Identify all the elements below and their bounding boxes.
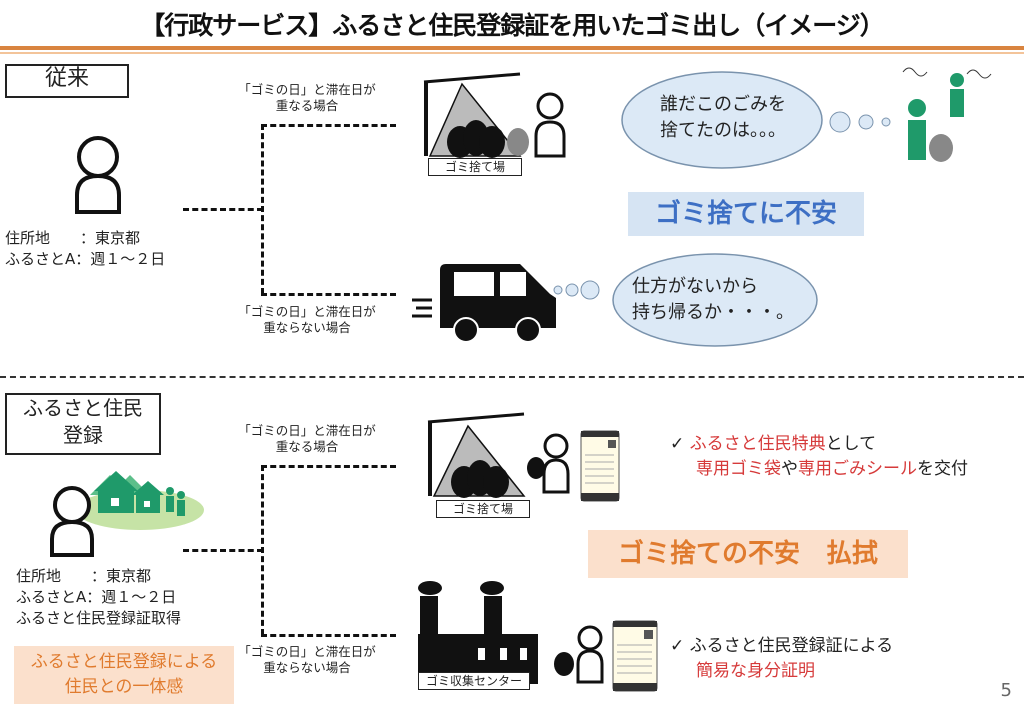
thought-bubbles (829, 111, 891, 133)
garbage-dump-icon (423, 72, 566, 158)
community-icon (76, 471, 204, 530)
benefit-text: や (781, 459, 798, 479)
benefit-highlight: ふるさと住民特典 (689, 434, 826, 454)
benefit-text: ふるさと住民登録証による (689, 636, 894, 656)
neighbors-icon (902, 67, 992, 162)
check-icon: ✓ (670, 636, 685, 656)
furusato-label: ふるさと住民 登録 (5, 393, 161, 455)
person-icon (50, 486, 94, 557)
title-underline (0, 46, 1024, 50)
thought-take-home: 仕方がないから 持ち帰るか・・・。 (632, 276, 794, 323)
branch-line-top (261, 124, 396, 127)
benefit-highlight: 専用ごみシール (798, 459, 917, 479)
residence-text: 住所地 ：東京都 (5, 229, 141, 247)
thought-cloud (621, 71, 823, 169)
condition-overlap: 「ゴミの日」と滞在日が 重なる場合 (238, 82, 376, 113)
benefit-special-bags: ✓ ふるさと住民特典として 専用ゴミ袋や専用ごみシールを交付 (670, 432, 968, 482)
condition-no-overlap: 「ゴミの日」と滞在日が 重ならない場合 (238, 304, 376, 335)
page-title: 【行政サービス】ふるさと住民登録証を用いたゴミ出し（イメージ） (140, 11, 885, 40)
branch-line-bottom (261, 634, 396, 637)
garbage-dump-icon (427, 412, 570, 498)
section-divider (0, 376, 1024, 378)
anxiety-banner: ゴミ捨てに不安 (628, 192, 864, 236)
benefit-text: として (825, 434, 877, 454)
branch-line (261, 465, 264, 635)
branch-line-bottom (261, 293, 396, 296)
dump-site-label: ゴミ捨て場 (428, 158, 522, 176)
registration-card-phone-icon (612, 620, 658, 692)
condition-overlap: 「ゴミの日」と滞在日が 重なる場合 (238, 423, 376, 454)
unity-banner: ふるさと住民登録による 住民との一体感 (14, 646, 234, 704)
furusato-info: 住所地 ：東京都 ふるさとA：週１～２日 ふるさと住民登録証取得 (16, 566, 181, 629)
car-icon (412, 264, 556, 343)
title-underline-light (0, 52, 1024, 54)
residence-text: 住所地 ：東京都 (16, 567, 152, 585)
conventional-label: 従来 (5, 64, 129, 98)
conventional-info: 住所地 ：東京都 ふるさとA：週１～２日 (5, 228, 165, 270)
benefit-highlight: 簡易な身分証明 (696, 661, 815, 681)
benefit-identity: ✓ ふるさと住民登録証による 簡易な身分証明 (670, 634, 893, 684)
registration-card-phone-icon (580, 430, 620, 502)
condition-no-overlap: 「ゴミの日」と滞在日が 重ならない場合 (238, 644, 376, 675)
check-icon: ✓ (670, 434, 685, 454)
thought-who-dumped: 誰だこのごみを 捨てたのは。。。 (660, 94, 786, 141)
furusato-stay-text: ふるさとA：週１～２日 (16, 588, 177, 606)
branch-line (183, 208, 263, 211)
branch-line (183, 549, 263, 552)
garbage-center-icon (418, 581, 538, 684)
dump-site-label: ゴミ捨て場 (436, 500, 530, 518)
benefit-highlight: 専用ゴミ袋 (696, 459, 781, 479)
benefit-text: を交付 (917, 459, 968, 479)
thought-cloud (612, 253, 818, 347)
garbage-center-label: ゴミ収集センター (418, 672, 530, 690)
anxiety-resolved-banner: ゴミ捨ての不安 払拭 (588, 530, 908, 578)
person-with-bag-icon (554, 625, 604, 684)
certificate-text: ふるさと住民登録証取得 (16, 609, 182, 627)
person-icon (75, 136, 121, 214)
furusato-stay-text: ふるさとA：週１～２日 (5, 250, 166, 268)
page-number: 5 (1000, 680, 1012, 701)
branch-line-top (261, 465, 396, 468)
branch-line (261, 124, 264, 294)
thought-bubbles (553, 280, 600, 300)
